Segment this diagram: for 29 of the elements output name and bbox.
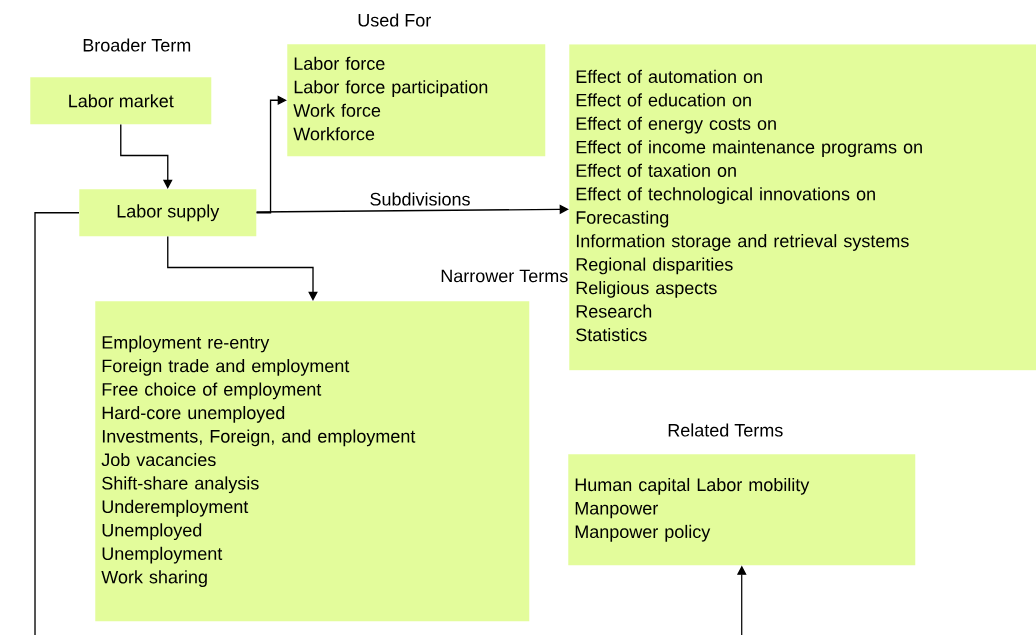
node-label: Workforce [293,127,375,141]
arrow [34,212,747,635]
term-list-box: Human capital Labor mobility Manpower Manpower policy [568,454,916,566]
node-label: Underemployment [102,499,249,517]
term-list-box: Effect of automation on Effect of education on Effect of energy costs on Effect of income maintenance programs on Effect of taxation on Effect of technological innovations on Forecasting Information storage and retrieval systems Regional disparities Religious aspects Research Statistics [569,44,1036,371]
node-label: Unemployed [102,523,202,541]
term-box: Labor supply [79,189,257,237]
heading: Broader Term [83,38,191,52]
node-label: Unemployment [102,546,223,564]
arrow [167,235,318,301]
node-label: Shift-share analysis [102,476,259,494]
node-label: Labor force [294,56,385,70]
term-list-box: Employment re-entry Foreign trade and employment Free choice of employment Hard-core unemployed Investments, Foreign, and employment Job vacancies Shift-share analysis Underemployment Unemployed Unemployment Work sharing [95,301,530,622]
edge-label: Subdivisions [368,191,472,207]
node-label: Work force [293,103,381,117]
node-label: Free choice of employment [102,382,322,400]
node-label: Employment re-entry [102,335,270,353]
node-label: Investments, Foreign, and employment [102,429,416,447]
heading: Narrower Terms [441,269,568,283]
node-label: Foreign trade and employment [102,359,350,376]
node-label: Work sharing [101,570,207,588]
heading: Related Terms [668,423,783,437]
node-label: Hard-core unemployed [102,405,285,423]
term-box: Labor market [30,77,212,125]
node-label: Labor force participation [294,80,488,97]
heading: Used For [358,13,431,27]
term-list-box: Labor force Labor force participation Work force Workforce [287,44,546,157]
node-label: Job vacancies [101,452,216,467]
arrow [120,123,173,189]
